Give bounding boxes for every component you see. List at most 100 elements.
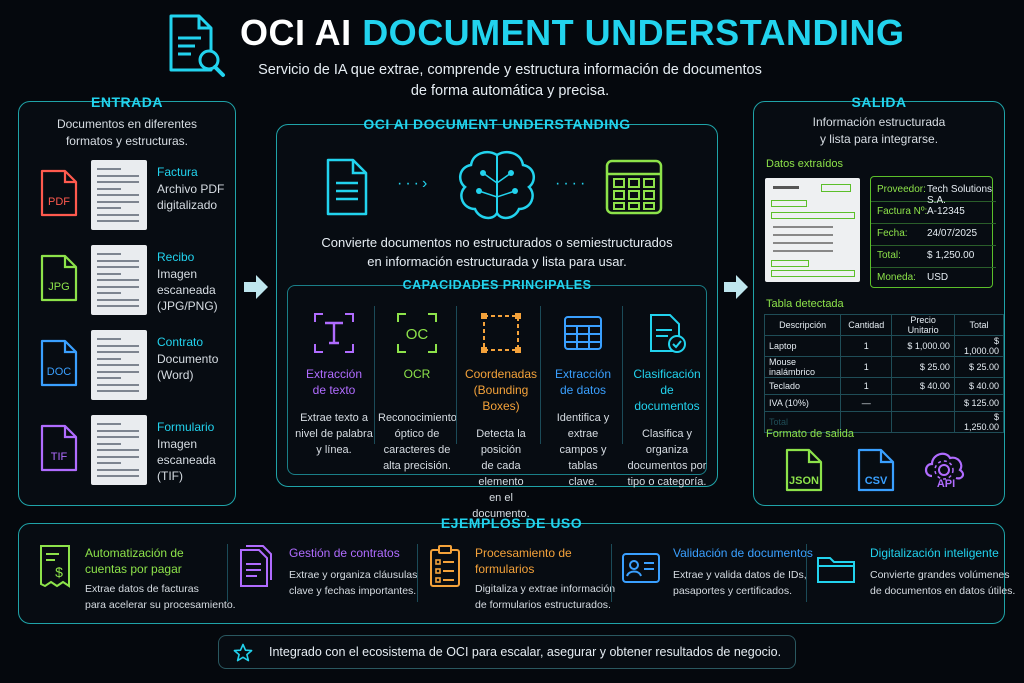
entrada-item-detail: Documento bbox=[157, 352, 219, 366]
field-value: Tech Solutions S.A. bbox=[927, 184, 993, 206]
use-case-title-line: Automatización de bbox=[85, 546, 184, 560]
use-case-desc-line: Extrae datos de facturas bbox=[85, 583, 199, 595]
entrada-desc-line-1: Documentos en diferentes bbox=[56, 117, 198, 131]
table-cell: Laptop bbox=[763, 335, 842, 357]
table-cell bbox=[891, 394, 955, 412]
use-case-desc-line: Extrae y organiza cláusulas bbox=[289, 569, 418, 581]
field-value: A-12345 bbox=[927, 206, 965, 217]
table-header-cell: Cantidad bbox=[840, 314, 893, 336]
document-icon bbox=[326, 158, 368, 216]
use-case-desc-line: clave y fechas importantes. bbox=[289, 585, 417, 597]
divider bbox=[806, 544, 807, 602]
extracted-field: Proveedor:Tech Solutions S.A. bbox=[871, 177, 996, 206]
table-header-cell: Precio Unitario bbox=[891, 314, 955, 336]
table-cell: Mouse inalámbrico bbox=[763, 356, 842, 378]
capability-title-line: Extracción bbox=[305, 367, 363, 381]
field-key: Total: bbox=[877, 250, 901, 261]
use-case-title-line: Gestión de contratos bbox=[289, 546, 400, 560]
table-cell bbox=[891, 411, 955, 433]
field-value: $ 1,250.00 bbox=[927, 250, 975, 261]
entrada-desc-line-2: formatos y estructuras. bbox=[65, 134, 189, 148]
arrow-right-icon bbox=[244, 275, 268, 299]
pdf-file-icon bbox=[39, 168, 79, 218]
table-cell: $ 1,000.00 bbox=[891, 335, 955, 357]
capacidades-heading: CAPACIDADES PRINCIPALES bbox=[402, 278, 592, 292]
use-case-description: Extrae y organiza cláusulas clave y fecha… bbox=[289, 567, 469, 599]
entrada-heading: ENTRADA bbox=[91, 94, 163, 110]
use-case-desc-line: Digitaliza y extrae información bbox=[475, 583, 616, 595]
table-cell: $ 40.00 bbox=[891, 377, 955, 395]
star-icon bbox=[233, 643, 253, 662]
page-subtitle: Servicio de IA que extrae, comprende y e… bbox=[230, 60, 790, 102]
subtitle-line-1: Servicio de IA que extrae, comprende y e… bbox=[258, 62, 762, 78]
entrada-item-detail: (TIF) bbox=[157, 469, 183, 483]
document-thumbnail bbox=[91, 245, 147, 315]
file-badge: DOC bbox=[46, 366, 72, 378]
use-case-title-line: Digitalización inteligente bbox=[870, 546, 999, 560]
salida-description: Información estructurada y lista para in… bbox=[754, 114, 1004, 148]
entrada-item-name: Recibo bbox=[157, 250, 195, 264]
capability-desc-line: caracteres de bbox=[383, 444, 451, 456]
title-white: OCI AI bbox=[240, 12, 352, 53]
salida-panel: SALIDA Información estructurada y lista … bbox=[753, 94, 1005, 506]
table-cell: $ 125.00 bbox=[953, 394, 1005, 412]
table-icon bbox=[544, 312, 622, 356]
capability-title-line: de documentos bbox=[634, 383, 700, 413]
use-case-title: Validación de documentos bbox=[673, 545, 853, 561]
use-case-title-line: formularios bbox=[475, 562, 535, 576]
divider bbox=[540, 306, 541, 444]
entrada-item-detail: digitalizado bbox=[157, 198, 218, 212]
center-panel: OCI AI DOCUMENT UNDERSTANDING ···› ···· … bbox=[276, 116, 718, 520]
table-row: IVA (10%)—$ 125.00 bbox=[763, 394, 1005, 412]
capability-desc-line: alta precisión. bbox=[383, 460, 451, 472]
format-label: CSV bbox=[864, 475, 888, 487]
format-label: API bbox=[936, 478, 956, 490]
api-format-icon: API bbox=[922, 446, 965, 494]
json-format-icon: JSON bbox=[784, 447, 824, 495]
svg-text:OC: OC bbox=[406, 326, 429, 343]
ocr-icon: OC bbox=[378, 312, 456, 356]
formato-heading: Formato de salida bbox=[766, 428, 855, 440]
footer-bar: Integrado con el ecosistema de OCI para … bbox=[218, 635, 796, 669]
text-cursor-icon bbox=[294, 312, 374, 356]
extracted-field: Fecha:24/07/2025 bbox=[871, 221, 996, 246]
extracted-field: Moneda:USD bbox=[871, 265, 996, 290]
document-search-icon bbox=[169, 14, 225, 77]
center-desc-line-2: en información estructurada y lista para… bbox=[367, 254, 627, 269]
entrada-item-name: Factura bbox=[157, 165, 198, 179]
extracted-field: Total: $ 1,250.00 bbox=[871, 243, 996, 268]
capability-title-line: Extracción bbox=[554, 367, 612, 381]
use-case-description: Extrae y valida datos de IDs,pasaportes … bbox=[673, 567, 853, 599]
field-key: Moneda: bbox=[877, 272, 916, 283]
document-check-icon bbox=[626, 312, 708, 356]
salida-heading: SALIDA bbox=[851, 94, 907, 110]
capability-desc-line: clave. bbox=[568, 476, 598, 488]
extracted-fields-box: Proveedor:Tech Solutions S.A.Factura Nº:… bbox=[870, 176, 996, 290]
use-case-title: Gestión de contratos bbox=[289, 545, 469, 561]
document-thumbnail bbox=[91, 160, 147, 230]
table-cell: 1 bbox=[840, 356, 893, 378]
center-heading: OCI AI DOCUMENT UNDERSTANDING bbox=[363, 116, 631, 132]
table-cell: Total bbox=[763, 411, 842, 433]
divider bbox=[456, 306, 457, 444]
folder-icon bbox=[816, 550, 856, 591]
entrada-item-name: Contrato bbox=[157, 335, 204, 349]
use-case-desc-line: pasaportes y certificados. bbox=[673, 585, 793, 597]
use-case-title-line: Procesamiento de bbox=[475, 546, 572, 560]
subtitle-line-2: de forma automática y precisa. bbox=[410, 83, 610, 99]
